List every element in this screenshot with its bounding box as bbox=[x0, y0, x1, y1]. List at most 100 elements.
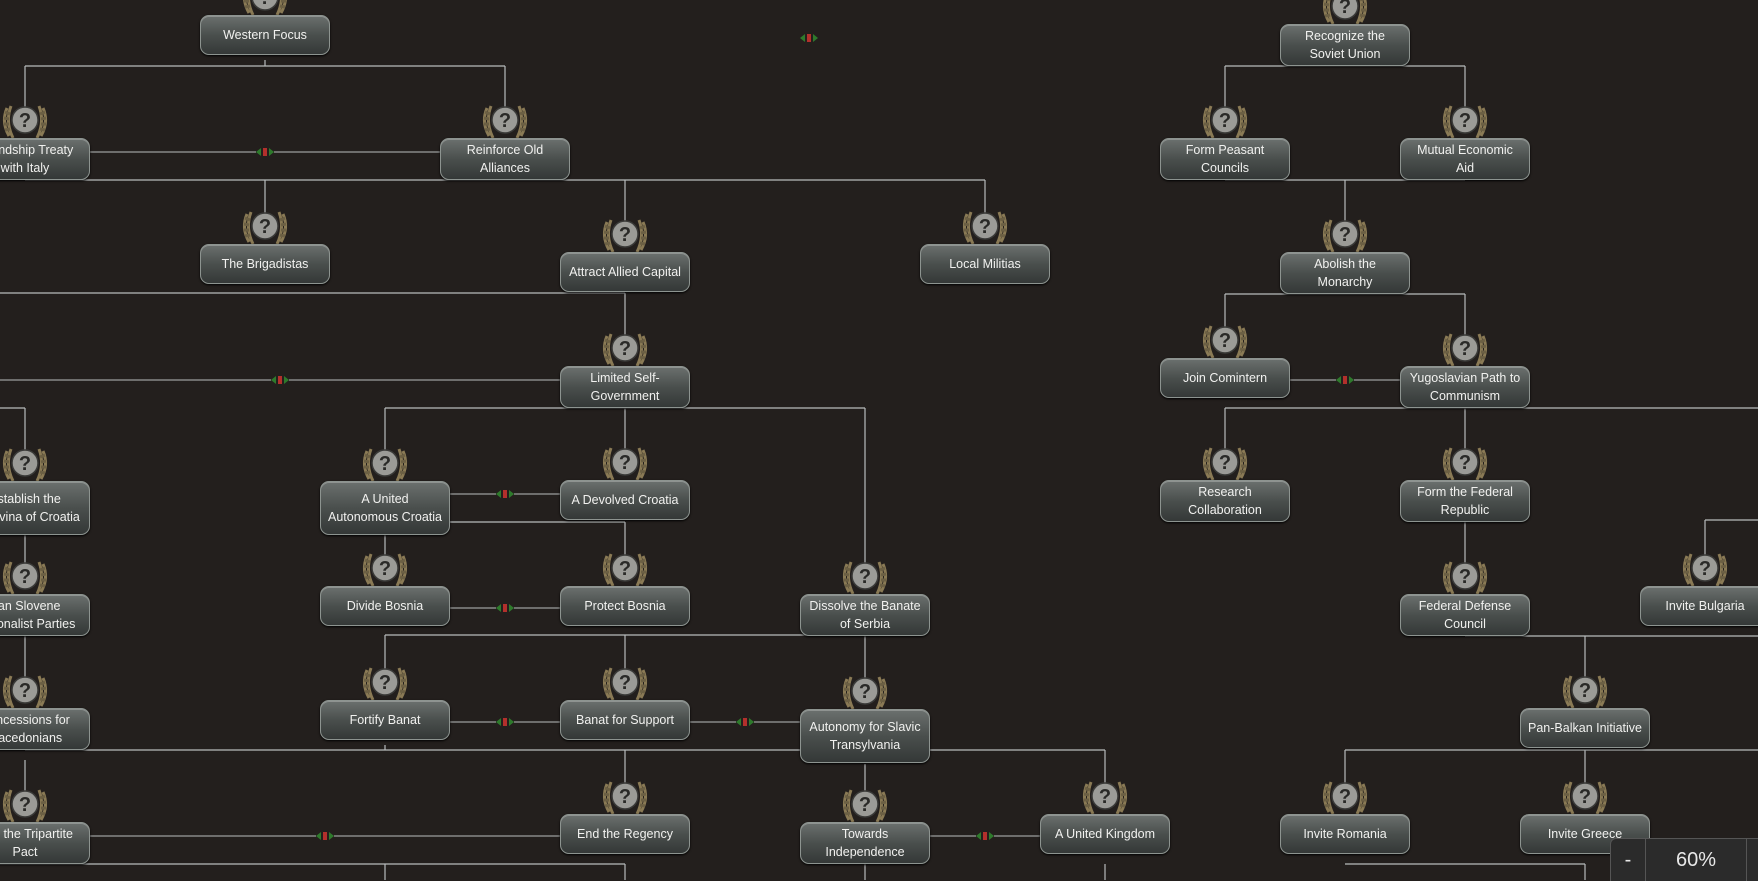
unknown-focus-icon: ? bbox=[237, 0, 293, 21]
focus-label: Protect Bosnia bbox=[560, 586, 690, 626]
focus-node-join-comintern[interactable]: ? Join Comintern bbox=[1160, 320, 1290, 398]
focus-node-friendship-italy[interactable]: ? Friendship Treaty with Italy bbox=[0, 100, 90, 180]
unknown-focus-icon: ? bbox=[597, 328, 653, 372]
svg-text:?: ? bbox=[1459, 110, 1471, 132]
mutually-exclusive-icon bbox=[271, 375, 289, 385]
focus-node-allied-capital[interactable]: ? Attract Allied Capital bbox=[560, 214, 690, 292]
focus-node-fortify-banat[interactable]: ? Fortify Banat bbox=[320, 662, 450, 740]
focus-label: Join the Tripartite Pact bbox=[0, 822, 90, 864]
unknown-focus-icon: ? bbox=[1677, 548, 1733, 592]
unknown-focus-icon: ? bbox=[597, 214, 653, 258]
unknown-focus-icon: ? bbox=[597, 548, 653, 592]
focus-label: Limited Self-Government bbox=[560, 366, 690, 408]
focus-label: A United Kingdom bbox=[1040, 814, 1170, 854]
focus-label: Invite Romania bbox=[1280, 814, 1410, 854]
unknown-focus-icon: ? bbox=[1317, 0, 1373, 30]
focus-node-local-militias[interactable]: ? Local Militias bbox=[920, 206, 1050, 284]
zoom-out-button[interactable]: - bbox=[1611, 839, 1646, 881]
mutually-exclusive-icon bbox=[496, 603, 514, 613]
unknown-focus-icon: ? bbox=[0, 784, 53, 828]
focus-label: Concessions for Macedonians bbox=[0, 708, 90, 750]
svg-text:?: ? bbox=[1339, 786, 1351, 808]
unknown-focus-icon: ? bbox=[1197, 100, 1253, 144]
svg-text:?: ? bbox=[379, 558, 391, 580]
focus-label: Western Focus bbox=[200, 15, 330, 55]
svg-text:?: ? bbox=[1099, 786, 1111, 808]
zoom-in-button[interactable] bbox=[1746, 839, 1758, 881]
focus-label: Establish the Banovina of Croatia bbox=[0, 481, 90, 535]
focus-label: The Brigadistas bbox=[200, 244, 330, 284]
mutually-exclusive-icon bbox=[1336, 375, 1354, 385]
focus-node-banovina-croatia[interactable]: ? Establish the Banovina of Croatia bbox=[0, 443, 90, 535]
focus-node-invite-romania[interactable]: ? Invite Romania bbox=[1280, 776, 1410, 854]
svg-text:?: ? bbox=[1579, 786, 1591, 808]
svg-text:?: ? bbox=[1579, 680, 1591, 702]
focus-node-devolved-croatia[interactable]: ? A Devolved Croatia bbox=[560, 442, 690, 520]
unknown-focus-icon: ? bbox=[0, 556, 53, 600]
focus-node-yugoslav-path[interactable]: ? Yugoslavian Path to Communism bbox=[1400, 328, 1530, 408]
focus-node-form-peasant[interactable]: ? Form Peasant Councils bbox=[1160, 100, 1290, 180]
focus-node-pan-balkan[interactable]: ? Pan-Balkan Initiative bbox=[1520, 670, 1650, 748]
focus-node-brigadistas[interactable]: ? The Brigadistas bbox=[200, 206, 330, 284]
focus-node-slovene-parties[interactable]: ? Ban Slovene Nationalist Parties bbox=[0, 556, 90, 636]
focus-node-federal-defense[interactable]: ? Federal Defense Council bbox=[1400, 556, 1530, 636]
svg-text:?: ? bbox=[859, 566, 871, 588]
focus-node-end-regency[interactable]: ? End the Regency bbox=[560, 776, 690, 854]
focus-node-macedonians[interactable]: ? Concessions for Macedonians bbox=[0, 670, 90, 750]
mutually-exclusive-icon bbox=[496, 717, 514, 727]
unknown-focus-icon: ? bbox=[1557, 776, 1613, 820]
unknown-focus-icon: ? bbox=[597, 442, 653, 486]
focus-label: Form Peasant Councils bbox=[1160, 138, 1290, 180]
mutually-exclusive-icon bbox=[256, 147, 274, 157]
svg-text:?: ? bbox=[619, 224, 631, 246]
focus-node-federal-republic[interactable]: ? Form the Federal Republic bbox=[1400, 442, 1530, 522]
focus-node-divide-bosnia[interactable]: ? Divide Bosnia bbox=[320, 548, 450, 626]
svg-text:?: ? bbox=[979, 216, 991, 238]
unknown-focus-icon: ? bbox=[237, 206, 293, 250]
focus-node-reinforce-alliances[interactable]: ? Reinforce Old Alliances bbox=[440, 100, 570, 180]
focus-label: Reinforce Old Alliances bbox=[440, 138, 570, 180]
focus-node-banat-support[interactable]: ? Banat for Support bbox=[560, 662, 690, 740]
focus-node-towards-independence[interactable]: ? Towards Independence bbox=[800, 784, 930, 864]
focus-label: Attract Allied Capital bbox=[560, 252, 690, 292]
focus-node-protect-bosnia[interactable]: ? Protect Bosnia bbox=[560, 548, 690, 626]
focus-node-slavic-transylvania[interactable]: ? Autonomy for Slavic Transylvania bbox=[800, 671, 930, 763]
focus-node-western-focus[interactable]: ? Western Focus bbox=[200, 0, 330, 55]
focus-node-limited-self-gov[interactable]: ? Limited Self-Government bbox=[560, 328, 690, 408]
focus-label: Research Collaboration bbox=[1160, 480, 1290, 522]
unknown-focus-icon: ? bbox=[837, 671, 893, 715]
focus-label: Federal Defense Council bbox=[1400, 594, 1530, 636]
svg-text:?: ? bbox=[619, 672, 631, 694]
focus-node-mutual-aid[interactable]: ? Mutual Economic Aid bbox=[1400, 100, 1530, 180]
focus-node-united-croatia[interactable]: ? A United Autonomous Croatia bbox=[320, 443, 450, 535]
focus-label: Yugoslavian Path to Communism bbox=[1400, 366, 1530, 408]
svg-text:?: ? bbox=[19, 680, 31, 702]
focus-node-united-kingdom[interactable]: ? A United Kingdom bbox=[1040, 776, 1170, 854]
unknown-focus-icon: ? bbox=[1437, 442, 1493, 486]
focus-node-recognize-soviet[interactable]: ? Recognize the Soviet Union bbox=[1280, 0, 1410, 66]
unknown-focus-icon: ? bbox=[1317, 214, 1373, 258]
focus-label: Banat for Support bbox=[560, 700, 690, 740]
svg-text:?: ? bbox=[1459, 452, 1471, 474]
focus-label: Invite Greece bbox=[1520, 814, 1650, 854]
unknown-focus-icon: ? bbox=[357, 443, 413, 487]
svg-text:?: ? bbox=[259, 216, 271, 238]
unknown-focus-icon: ? bbox=[357, 662, 413, 706]
svg-text:?: ? bbox=[619, 452, 631, 474]
mutually-exclusive-icon bbox=[316, 831, 334, 841]
focus-label: Autonomy for Slavic Transylvania bbox=[800, 709, 930, 763]
zoom-control: - 60% bbox=[1610, 838, 1758, 881]
focus-node-abolish-monarchy[interactable]: ? Abolish the Monarchy bbox=[1280, 214, 1410, 294]
unknown-focus-icon: ? bbox=[477, 100, 533, 144]
focus-label: Fortify Banat bbox=[320, 700, 450, 740]
unknown-focus-icon: ? bbox=[957, 206, 1013, 250]
focus-node-tripartite[interactable]: ? Join the Tripartite Pact bbox=[0, 784, 90, 864]
focus-label: A United Autonomous Croatia bbox=[320, 481, 450, 535]
unknown-focus-icon: ? bbox=[597, 776, 653, 820]
focus-node-invite-bulgaria[interactable]: ? Invite Bulgaria bbox=[1640, 548, 1758, 626]
focus-node-research-collab[interactable]: ? Research Collaboration bbox=[1160, 442, 1290, 522]
focus-node-invite-greece[interactable]: ? Invite Greece bbox=[1520, 776, 1650, 854]
focus-label: Abolish the Monarchy bbox=[1280, 252, 1410, 294]
focus-node-dissolve-serbia[interactable]: ? Dissolve the Banate of Serbia bbox=[800, 556, 930, 636]
svg-text:?: ? bbox=[859, 681, 871, 703]
